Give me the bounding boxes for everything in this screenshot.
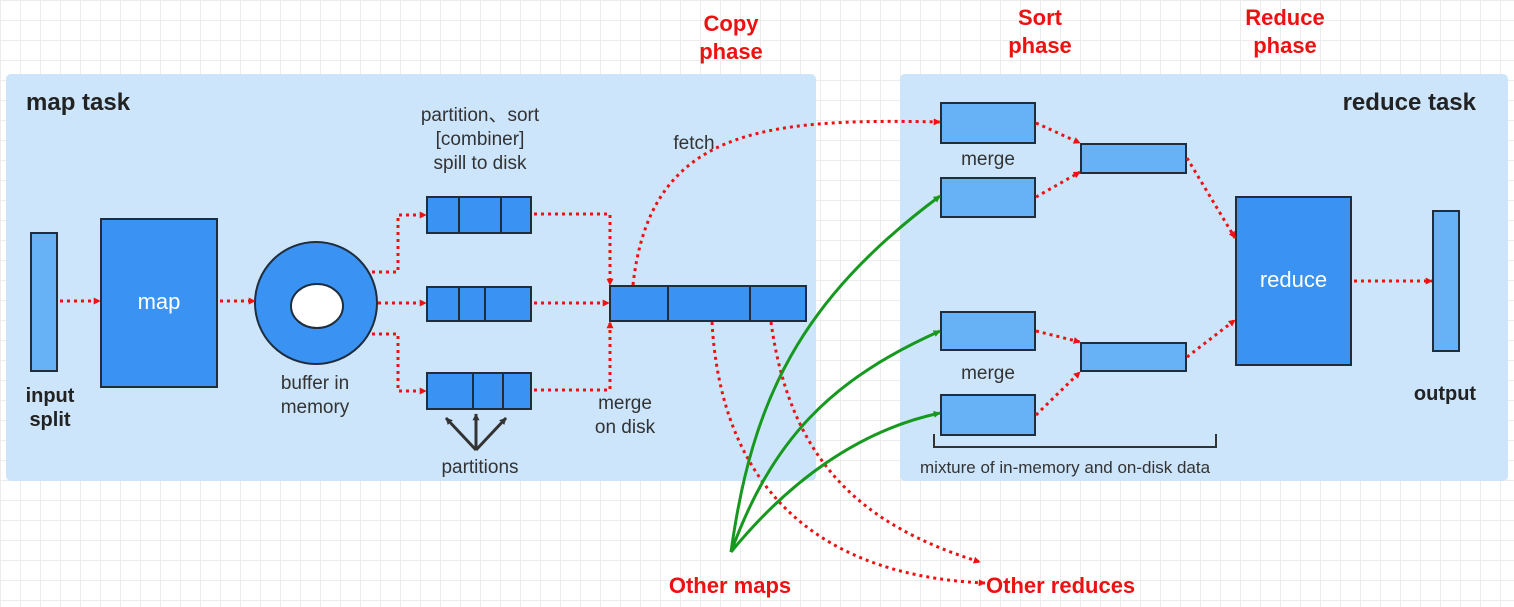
arrow-seg3-to-merged-bottom — [1035, 329, 1081, 344]
arrow-to-other-reduces-1 — [710, 321, 986, 587]
spill-buffer-middle — [426, 286, 532, 322]
output-label: output — [1413, 383, 1477, 405]
merge-label-bottom: merge — [961, 363, 1015, 384]
spill-buffer-bottom — [426, 372, 532, 410]
reduce-block — [1235, 196, 1352, 366]
other-maps-label: Other maps — [668, 573, 792, 598]
buffer-label: buffer in memory — [280, 373, 350, 418]
arrow-seg4-to-merged-bottom — [1034, 370, 1082, 417]
fetched-segment-4 — [940, 394, 1036, 436]
map-task-title: map task — [26, 89, 131, 116]
partition-arrow-3 — [474, 416, 508, 452]
spill-buffer-top — [426, 196, 532, 234]
copy-phase-label: Copy phase — [699, 11, 763, 64]
sort-phase-label: Sort phase — [1008, 5, 1072, 58]
reduce-task-title: reduce task — [1342, 89, 1476, 116]
green-arrow-to-seg4 — [729, 410, 941, 553]
merge-label-top: merge — [961, 149, 1015, 170]
map-label: map — [137, 289, 181, 314]
fetched-segment-3 — [940, 311, 1036, 351]
arrow-buffer-to-spill-top — [372, 211, 427, 274]
green-arrow-to-seg2 — [729, 194, 941, 553]
green-arrow-to-seg3 — [729, 329, 941, 553]
arrow-seg1-to-merged-top — [1035, 121, 1081, 145]
merged-file-block — [609, 285, 807, 322]
merged-segment-bottom — [1080, 342, 1187, 372]
fetched-segment-2 — [940, 177, 1036, 218]
merged-segment-top — [1080, 143, 1187, 174]
mixture-label: mixture of in-memory and on-disk data — [920, 458, 1211, 477]
arrow-spill-bottom-to-merge — [534, 321, 614, 392]
fetch-label: fetch — [673, 133, 715, 154]
other-reduces-label: Other reduces — [986, 573, 1136, 598]
arrow-spill-top-to-merge — [534, 212, 614, 286]
partitions-label: partitions — [441, 457, 519, 478]
output-block — [1432, 210, 1460, 352]
arrow-buffer-to-spill-bottom — [372, 332, 427, 395]
arrow-merged-bottom-to-reduce — [1186, 318, 1236, 359]
buffer-hole — [290, 283, 344, 329]
input-split-label: input split — [25, 385, 75, 431]
reduce-label: reduce — [1259, 267, 1328, 292]
merge-on-disk-label: merge on disk — [594, 393, 656, 438]
mixture-bracket — [933, 434, 1217, 448]
arrow-seg2-to-merged-top — [1035, 170, 1081, 199]
arrow-merged-top-to-reduce — [1185, 157, 1237, 239]
input-split-block — [30, 232, 58, 372]
arrow-to-other-reduces-2 — [769, 321, 981, 564]
spill-label: partition、sort [combiner] spill to disk — [420, 105, 540, 174]
fetched-segment-1 — [940, 102, 1036, 144]
map-block — [100, 218, 218, 388]
arrow-fetch — [631, 118, 941, 286]
partition-arrow-1 — [444, 416, 478, 452]
reduce-phase-label: Reduce phase — [1245, 5, 1325, 58]
